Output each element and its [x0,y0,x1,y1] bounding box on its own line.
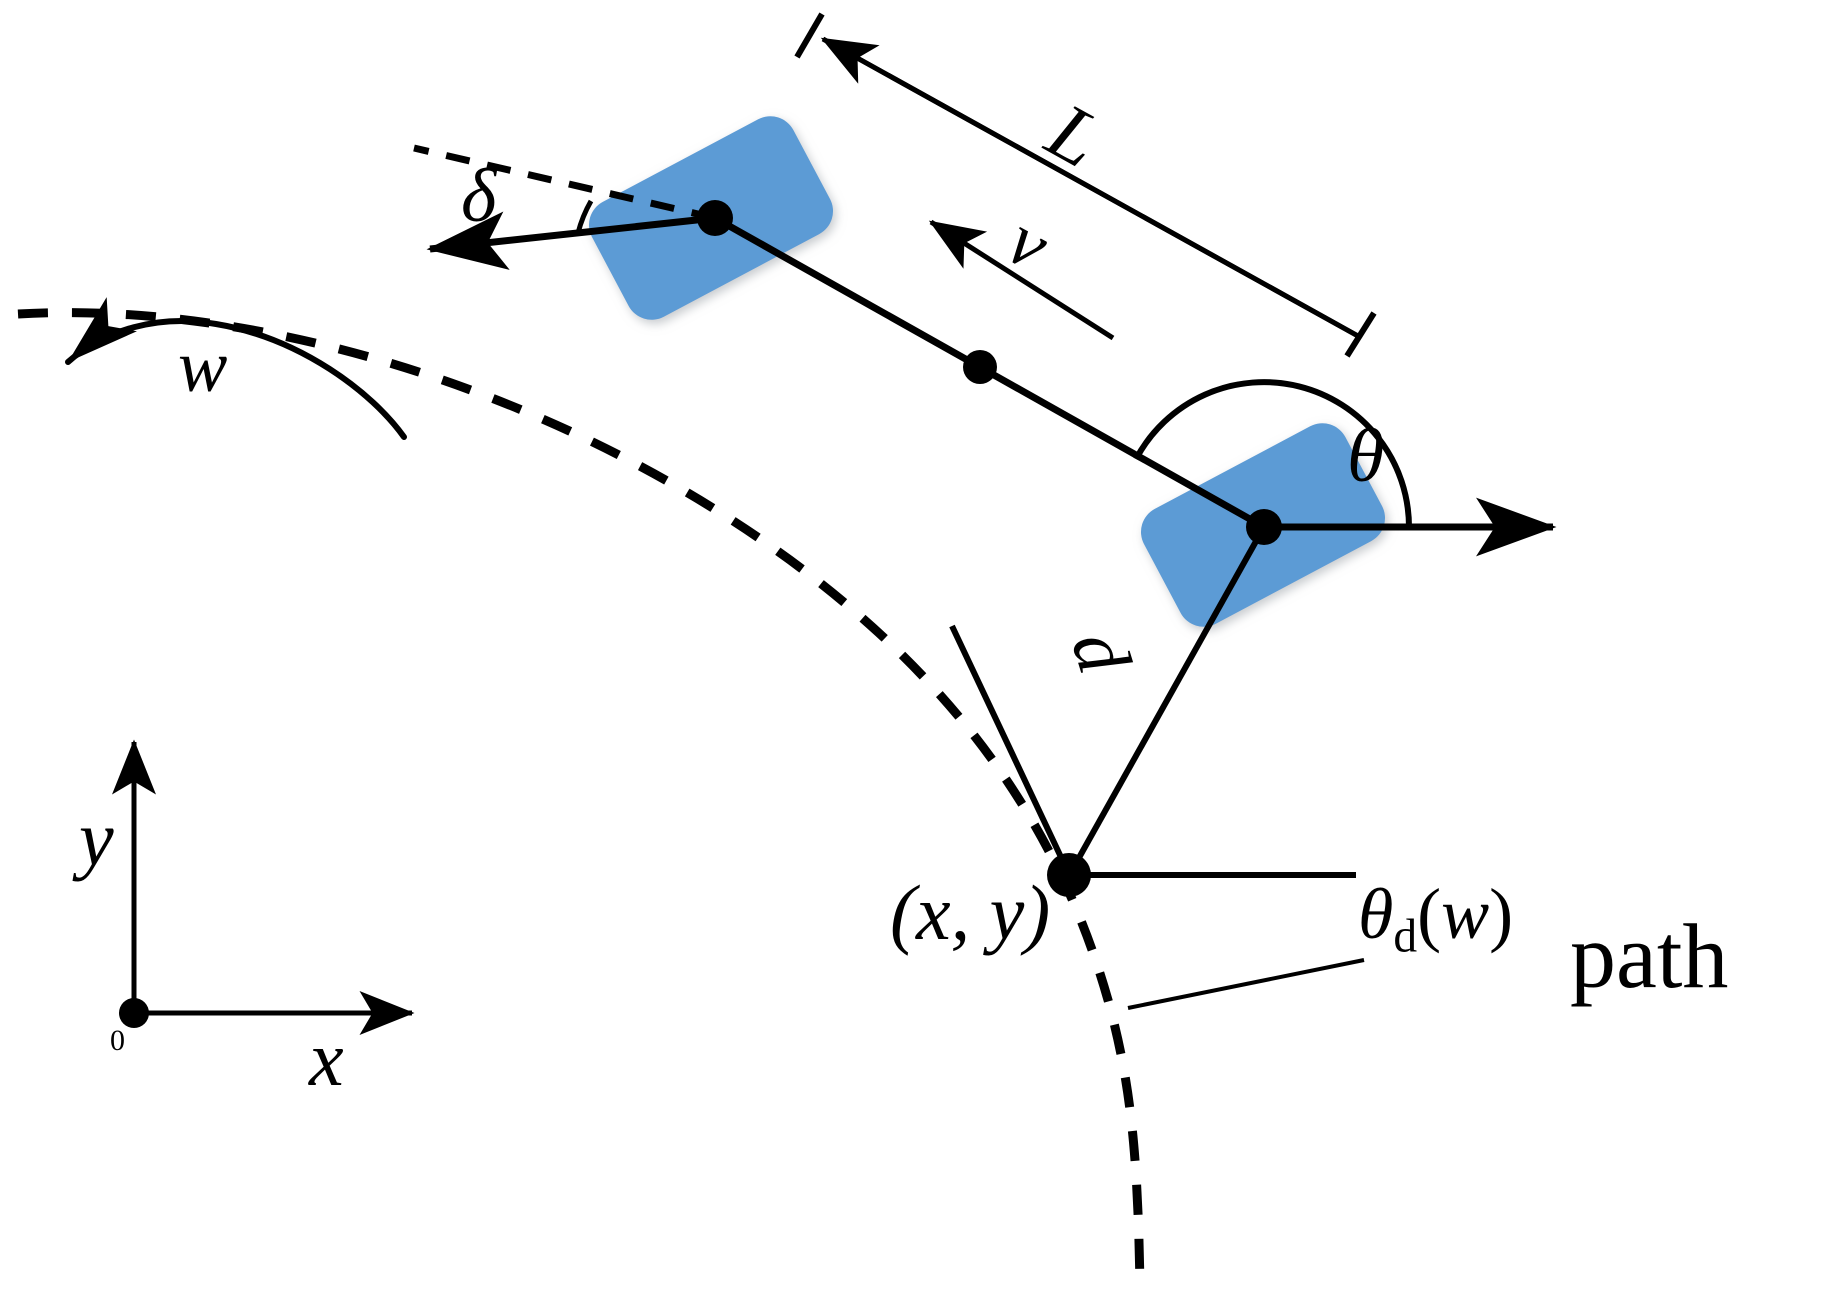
rear-axle-point [1246,509,1282,545]
x-axis-label: x [309,1015,344,1102]
desired-heading-argument: w [1441,874,1490,954]
origin-label: 0 [110,1024,125,1057]
desired-heading-subscript: d [1393,910,1418,963]
steering-angle-label: δ [461,154,497,238]
position-coordinates-label: (x, y) [890,869,1051,956]
front-axis-dashed-reference [413,144,716,222]
desired-heading-label: θd(w) [1358,878,1513,961]
steering-direction-arrow [426,211,716,270]
world-frame-axes [112,739,415,1035]
path-tangent-line [949,624,1071,874]
lateral-error-segment [1068,525,1267,874]
vehicle-center-point [963,350,997,384]
origin-point [119,998,149,1028]
steering-angle-arc [575,199,594,234]
velocity-arrow [928,219,1115,341]
angular-rate-label: w [178,326,228,408]
desired-path-curve [17,308,1145,1289]
desired-heading-paren-open: ( [1417,874,1442,954]
front-axle-point [697,200,733,236]
y-axis-label: y [79,795,114,882]
wheelbase-dimension-line [794,12,1377,358]
path-label: path [1570,905,1729,1007]
desired-heading-theta: θ [1358,874,1394,954]
path-label-leader-line [1127,958,1365,1010]
heading-angle-label: θ [1347,414,1385,498]
desired-heading-paren-close: ) [1489,874,1514,954]
path-contact-point [1047,853,1091,897]
angular-rate-arc-arrow [65,297,407,440]
heading-angle-arc [1133,379,1412,528]
